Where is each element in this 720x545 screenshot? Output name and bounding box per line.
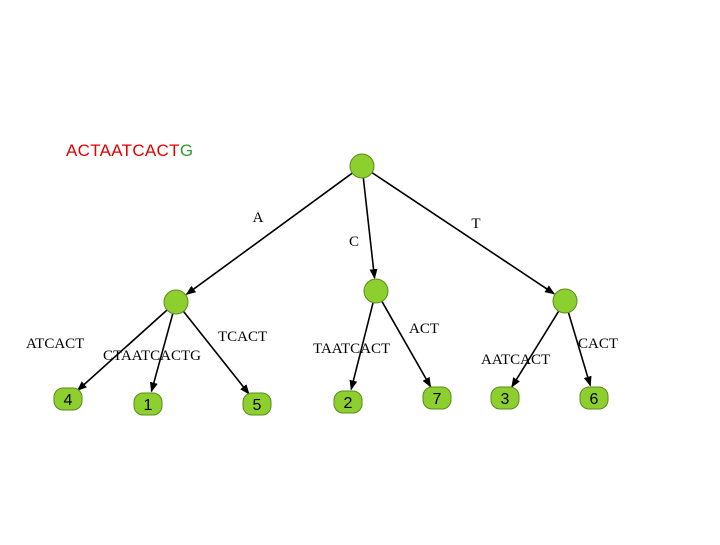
edge-nA-leaf-1 [149, 313, 174, 393]
leaf-node-3 [490, 386, 520, 410]
edge-nT-leaf-3 [511, 310, 560, 388]
leaf-number-5: 5 [253, 397, 262, 414]
leaf-number-6: 6 [590, 391, 599, 408]
leaf-node-6 [579, 386, 609, 410]
edge-label-leaf-6: CACT [578, 336, 618, 352]
leaf-number-3: 3 [501, 391, 510, 408]
leaf-node-4 [53, 387, 83, 411]
edge-root-nT [371, 171, 556, 295]
sequence-title-terminal: G [179, 141, 194, 160]
edge-label-leaf-2: TAATCACT [313, 341, 390, 357]
edge-root-nC [362, 177, 378, 280]
edge-label-nC: C [349, 234, 359, 250]
leaf-number-4: 4 [64, 392, 73, 409]
leaf-number-1: 1 [144, 397, 153, 414]
edge-label-leaf-1: CTAATCACTG [103, 348, 201, 364]
edge-label-leaf-5: TCACT [218, 329, 267, 345]
leaf-node-2 [333, 390, 363, 414]
root-node [349, 153, 375, 179]
leaf-node-1 [133, 392, 163, 416]
edge-nC-leaf-2 [349, 302, 374, 391]
internal-node-nA [163, 289, 189, 315]
edge-label-leaf-7: ACT [409, 321, 439, 337]
leaf-number-2: 2 [344, 395, 353, 412]
leaf-node-5 [242, 392, 272, 416]
leaf-node-7 [422, 386, 452, 410]
edge-nC-leaf-7 [381, 301, 432, 388]
edge-label-nT: T [471, 216, 480, 232]
edge-nA-leaf-5 [182, 310, 250, 395]
edge-label-leaf-4: ATCACT [26, 336, 84, 352]
edge-nA-leaf-4 [76, 309, 168, 391]
leaf-number-7: 7 [433, 391, 442, 408]
sequence-title-main: ACTAATCACT [66, 141, 180, 160]
edge-label-leaf-3: AATCACT [481, 352, 550, 368]
internal-node-nT [552, 288, 578, 314]
internal-node-nC [363, 278, 389, 304]
edge-root-nA [185, 172, 353, 295]
edge-nT-leaf-6 [567, 312, 592, 387]
sequence-title: ACTAATCACTG [66, 141, 193, 161]
edge-label-nA: A [253, 210, 264, 226]
